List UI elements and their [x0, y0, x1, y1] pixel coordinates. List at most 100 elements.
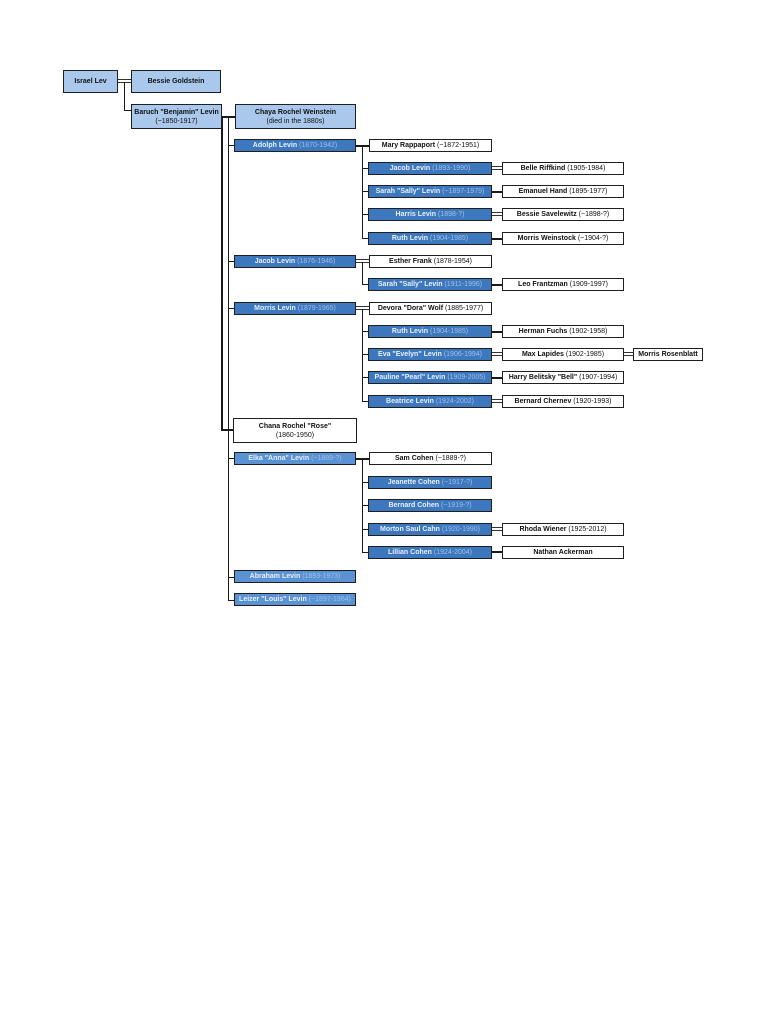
- person-bernard-cohen[interactable]: Bernard Cohen (~1919-?): [368, 499, 492, 512]
- person-dates: (1878-1954): [433, 258, 472, 265]
- person-name: Jeanette Cohen: [387, 479, 440, 486]
- person-herman-fuchs[interactable]: Herman Fuchs (1902-1958): [502, 325, 624, 338]
- person-sarah-levin-1897[interactable]: Sarah "Sally" Levin (~1897-1979): [368, 185, 492, 198]
- person-dates: (1909-2005): [447, 374, 486, 381]
- person-name: Leizer "Louis" Levin: [239, 596, 307, 603]
- marriage-connector: [492, 527, 502, 531]
- person-abraham-levin[interactable]: Abraham Levin (1893-1973): [234, 570, 356, 583]
- descent-line: [362, 238, 368, 239]
- person-adolph-levin[interactable]: Adolph Levin (1870-1942): [234, 139, 356, 152]
- person-bernard-chernev[interactable]: Bernard Chernev (1920-1993): [502, 395, 624, 408]
- person-dates: (~1872-1951): [437, 142, 480, 149]
- person-ruth-levin-adolph[interactable]: Ruth Levin (1904-1985): [368, 232, 492, 245]
- person-bessie-goldstein[interactable]: Bessie Goldstein: [131, 70, 221, 93]
- person-dates: (1904-1985): [429, 235, 469, 242]
- person-devora-wolf[interactable]: Devora "Dora" Wolf (1885-1977): [369, 302, 492, 315]
- person-elka-levin[interactable]: Elka "Anna" Levin (~1889-?): [234, 452, 356, 465]
- person-beatrice-levin[interactable]: Beatrice Levin (1924-2002): [368, 395, 492, 408]
- person-israel-lev[interactable]: Israel Lev: [63, 70, 118, 93]
- marriage-connector: [492, 352, 502, 356]
- person-morris-weinstock[interactable]: Morris Weinstock (~1904-?): [502, 232, 624, 245]
- person-esther-frank[interactable]: Esther Frank (1878-1954): [369, 255, 492, 268]
- person-dates: (1925-2012): [568, 526, 607, 533]
- descent-line: [362, 214, 368, 215]
- descent-line: [124, 82, 125, 111]
- person-sam-cohen[interactable]: Sam Cohen (~1889-?): [369, 452, 492, 465]
- marriage-connector: [492, 399, 502, 403]
- descent-line: [362, 146, 363, 238]
- person-leizer-levin[interactable]: Leizer "Louis" Levin (~1897-1964): [234, 593, 356, 606]
- descent-line: [228, 145, 234, 146]
- person-bessie-savelewitz[interactable]: Bessie Savelewitz (~1898-?): [502, 208, 624, 221]
- person-sarah-levin-1911[interactable]: Sarah "Sally" Levin (1911-1996): [368, 278, 492, 291]
- person-dates: (1870-1942): [299, 142, 338, 149]
- person-chaya-weinstein[interactable]: Chaya Rochel Weinstein(died in the 1880s…: [235, 104, 356, 129]
- descent-line: [228, 117, 229, 600]
- person-dates: (1879-1965): [297, 305, 336, 312]
- person-dates: (1902-1958): [569, 328, 608, 335]
- descent-line: [362, 191, 368, 192]
- person-name: Morris Levin: [254, 305, 296, 312]
- person-nathan-ackerman[interactable]: Nathan Ackerman: [502, 546, 624, 559]
- person-jacob-levin-1876[interactable]: Jacob Levin (1876-1946): [234, 255, 356, 268]
- person-name: Max Lapides: [521, 351, 564, 358]
- person-harry-belitsky[interactable]: Harry Belitsky "Bell" (1907-1994): [502, 371, 624, 384]
- person-dates: (1895-1977): [569, 188, 608, 195]
- person-dates: (~1897-1964): [308, 596, 351, 603]
- person-name: Bessie Goldstein: [147, 78, 205, 85]
- person-jacob-levin-1893[interactable]: Jacob Levin (1893-1990): [368, 162, 492, 175]
- person-name: Morton Saul Cahn: [380, 526, 440, 533]
- descent-line: [362, 168, 368, 169]
- marriage-connector: [492, 331, 502, 333]
- person-eva-levin[interactable]: Eva "Evelyn" Levin (1906-1994): [368, 348, 492, 361]
- person-chana-rochel[interactable]: Chana Rochel "Rose"(1860-1950): [233, 418, 357, 443]
- person-ruth-levin-morris[interactable]: Ruth Levin (1904-1985): [368, 325, 492, 338]
- descent-line: [228, 458, 234, 459]
- person-name: Nathan Ackerman: [533, 549, 593, 556]
- person-belle-riffkind[interactable]: Belle Riffkind (1905-1984): [502, 162, 624, 175]
- person-mary-rappaport[interactable]: Mary Rappaport (~1872-1951): [369, 139, 492, 152]
- descent-line: [228, 600, 234, 601]
- person-morris-rosenblatt[interactable]: Morris Rosenblatt: [633, 348, 703, 361]
- person-dates: (1860-1950): [275, 431, 315, 439]
- descent-line: [362, 284, 368, 285]
- person-name: Bernard Cohen: [388, 502, 440, 509]
- person-dates: (1893-1973): [302, 573, 341, 580]
- person-name: Emanuel Hand: [518, 188, 568, 195]
- person-morton-cahn[interactable]: Morton Saul Cahn (1920-1990): [368, 523, 492, 536]
- person-name: Esther Frank: [389, 258, 432, 265]
- person-pauline-levin[interactable]: Pauline "Pearl" Levin (1909-2005): [368, 371, 492, 384]
- person-name: Adolph Levin: [252, 142, 298, 149]
- person-emanuel-hand[interactable]: Emanuel Hand (1895-1977): [502, 185, 624, 198]
- person-dates: (1904-1985): [429, 328, 469, 335]
- person-name: Sam Cohen: [394, 455, 434, 462]
- person-max-lapides[interactable]: Max Lapides (1902-1985): [502, 348, 624, 361]
- person-name: Beatrice Levin: [386, 398, 434, 405]
- descent-line: [228, 577, 234, 578]
- person-dates: (1906-1994): [443, 351, 482, 358]
- person-name: Sarah "Sally" Levin: [377, 281, 443, 288]
- person-name: Bernard Chernev: [514, 398, 572, 405]
- person-harris-levin[interactable]: Harris Levin (1898-?): [368, 208, 492, 221]
- person-dates: (~1889-?): [435, 455, 466, 462]
- person-dates: (1898-?): [437, 211, 465, 218]
- person-jeanette-cohen[interactable]: Jeanette Cohen (~1917-?): [368, 476, 492, 489]
- person-name: Morris Rosenblatt: [638, 351, 698, 358]
- person-name: Rhoda Wiener: [519, 526, 567, 533]
- person-name: Ruth Levin: [391, 235, 429, 242]
- person-baruch-levin[interactable]: Baruch "Benjamin" Levin(~1850-1917): [131, 104, 222, 129]
- person-morris-levin[interactable]: Morris Levin (1879-1965): [234, 302, 356, 315]
- descent-line: [362, 401, 368, 402]
- person-name: Baruch "Benjamin" Levin: [134, 108, 219, 116]
- descent-line: [362, 331, 368, 332]
- person-rhoda-wiener[interactable]: Rhoda Wiener (1925-2012): [502, 523, 624, 536]
- person-name: Sarah "Sally" Levin: [375, 188, 441, 195]
- descent-line: [362, 529, 368, 530]
- person-leo-frantzman[interactable]: Leo Frantzman (1909-1997): [502, 278, 624, 291]
- person-name: Eva "Evelyn" Levin: [378, 351, 442, 358]
- person-dates: (~1850-1917): [155, 117, 198, 125]
- person-lillian-cohen[interactable]: Lillian Cohen (1924-2004): [368, 546, 492, 559]
- descent-line: [228, 308, 234, 309]
- person-name: Chaya Rochel Weinstein: [254, 108, 337, 116]
- marriage-connector: [492, 377, 502, 379]
